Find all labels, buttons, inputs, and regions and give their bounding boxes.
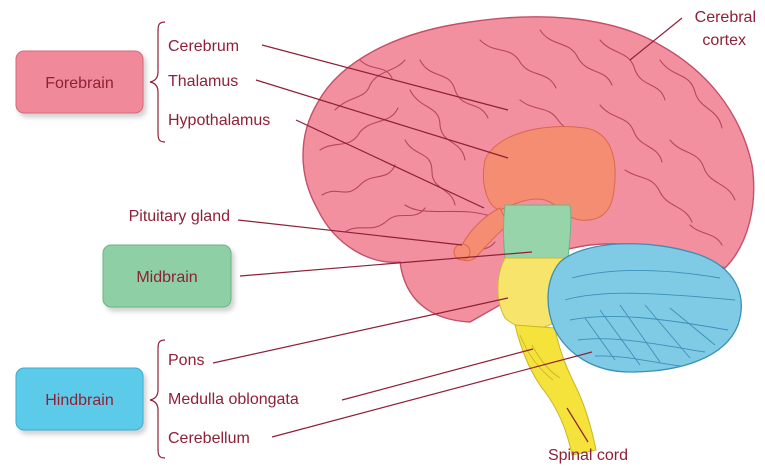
midbrain-box: Midbrain	[103, 245, 231, 307]
forebrain-box: Forebrain	[16, 51, 143, 113]
forebrain-brace	[150, 22, 165, 142]
midbrain-region	[504, 205, 571, 258]
cerebrum-label: Cerebrum	[168, 38, 239, 55]
hindbrain-box: Hindbrain	[16, 368, 143, 430]
cerebellum-leader	[272, 352, 592, 437]
cerebral-cortex-label-line1: Cerebral	[695, 9, 756, 26]
brain-illustration	[303, 17, 754, 455]
medulla-leader	[342, 349, 533, 400]
medulla-oblongata-label: Medulla oblongata	[168, 391, 299, 408]
hypothalamus-label: Hypothalamus	[168, 112, 270, 129]
cerebral-cortex-label-line2: cortex	[702, 32, 746, 49]
forebrain-title: Forebrain	[45, 75, 113, 92]
pons-leader	[213, 298, 508, 363]
cerebellum-region	[548, 244, 741, 372]
hindbrain-brace	[150, 340, 165, 458]
cerebellum-label: Cerebellum	[168, 430, 250, 447]
midbrain-title: Midbrain	[136, 269, 197, 286]
thalamus-label: Thalamus	[168, 73, 238, 90]
pons-label: Pons	[168, 352, 204, 369]
spinal-cord-label: Spinal cord	[548, 447, 628, 464]
hindbrain-title: Hindbrain	[45, 392, 113, 409]
pituitary-gland-label: Pituitary gland	[129, 208, 230, 225]
